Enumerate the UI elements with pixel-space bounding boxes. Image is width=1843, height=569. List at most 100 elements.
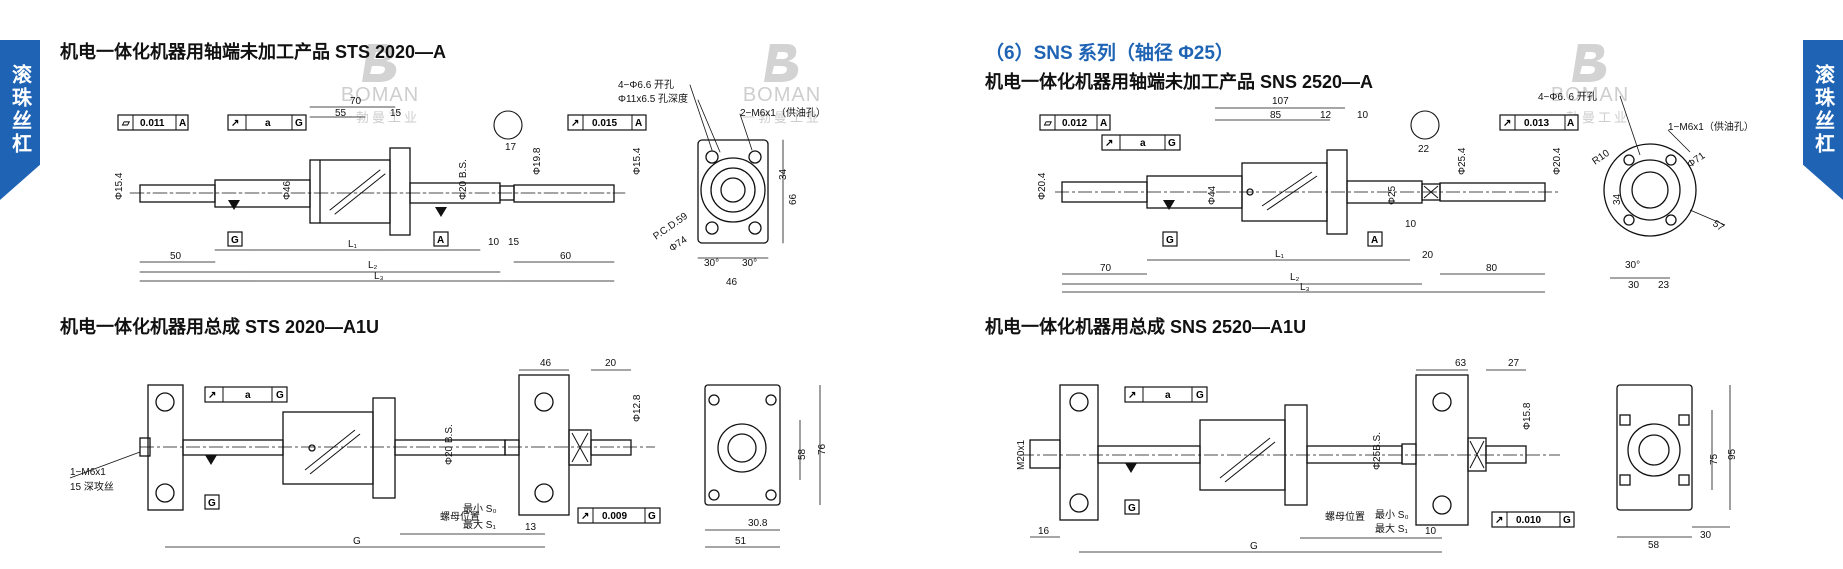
svg-text:66: 66 [788, 193, 799, 205]
boman-logo-icon [1572, 44, 1607, 82]
svg-text:55: 55 [335, 108, 347, 119]
svg-text:30: 30 [1628, 280, 1640, 291]
svg-text:Φ11x6.5 孔深度: Φ11x6.5 孔深度 [618, 92, 688, 105]
svg-text:30°: 30° [1625, 260, 1640, 271]
svg-text:16: 16 [1038, 526, 1050, 537]
svg-text:51: 51 [735, 536, 747, 547]
runout-icon: ↗ [1128, 390, 1136, 401]
title-sns-a: 机电一体化机器用轴端未加工产品 SNS 2520—A [985, 72, 1374, 92]
svg-text:Φ15.4: Φ15.4 [632, 147, 643, 175]
svg-text:Φ25.4: Φ25.4 [1457, 147, 1468, 175]
svg-text:30°: 30° [742, 258, 757, 269]
svg-text:G: G [208, 498, 216, 509]
svg-text:最大 S₁: 最大 S₁ [1375, 522, 1408, 535]
svg-text:10: 10 [1357, 110, 1369, 121]
svg-text:L₁: L₁ [1275, 249, 1285, 260]
svg-text:2−M6x1（供油孔）: 2−M6x1（供油孔） [740, 106, 826, 119]
svg-text:最小 S₀: 最小 S₀ [463, 503, 497, 515]
svg-text:G: G [1196, 390, 1204, 401]
svg-text:L₂: L₂ [1290, 272, 1300, 283]
boman-logo-icon [764, 44, 799, 82]
svg-text:30.8: 30.8 [748, 518, 768, 529]
svg-text:L₂: L₂ [368, 260, 378, 271]
runout-icon: ↗ [1105, 138, 1113, 149]
svg-text:G: G [1250, 541, 1258, 552]
svg-text:L₃: L₃ [374, 271, 384, 282]
svg-text:4−Φ6.6 开孔: 4−Φ6.6 开孔 [618, 79, 674, 91]
svg-text:Φ20.4: Φ20.4 [1037, 172, 1048, 200]
flatness-icon: ⏥ [1043, 118, 1052, 129]
svg-text:15: 15 [390, 108, 402, 119]
runout-icon: ↗ [1495, 515, 1503, 526]
svg-text:0.015: 0.015 [592, 118, 617, 129]
svg-text:63: 63 [1455, 358, 1467, 369]
runout-icon: ↗ [208, 390, 216, 401]
svg-text:G: G [231, 235, 239, 246]
svg-text:G: G [1166, 235, 1174, 246]
svg-text:A: A [179, 118, 186, 129]
svg-text:10: 10 [488, 237, 500, 248]
svg-text:G: G [353, 536, 361, 547]
svg-text:Φ15.4: Φ15.4 [114, 172, 125, 200]
svg-text:Φ25B.S.: Φ25B.S. [1372, 432, 1383, 470]
svg-text:螺母位置: 螺母位置 [1325, 510, 1365, 523]
runout-icon: ↗ [1503, 118, 1511, 129]
svg-text:A: A [1371, 235, 1378, 246]
svg-text:107: 107 [1272, 96, 1289, 107]
watermark-center: BOMAN 一勃曼工业 [742, 40, 822, 126]
svg-text:46: 46 [726, 277, 738, 288]
svg-text:70: 70 [350, 96, 362, 107]
svg-text:Φ20.4: Φ20.4 [1552, 147, 1563, 175]
svg-text:G: G [1168, 138, 1176, 149]
runout-icon: ↗ [231, 118, 239, 129]
flatness-icon: ⏥ [121, 118, 130, 129]
svg-text:30°: 30° [704, 258, 719, 269]
svg-text:4−Φ6. 6 开孔: 4−Φ6. 6 开孔 [1538, 91, 1597, 103]
svg-text:Φ20 B.S.: Φ20 B.S. [444, 424, 455, 465]
svg-text:50: 50 [170, 251, 182, 262]
runout-icon: ↗ [571, 118, 579, 129]
svg-text:A: A [437, 235, 444, 246]
svg-text:85: 85 [1270, 110, 1282, 121]
svg-text:M20x1: M20x1 [1016, 440, 1027, 470]
svg-text:a: a [265, 118, 271, 129]
svg-text:G: G [295, 118, 303, 129]
svg-text:0.009: 0.009 [602, 511, 627, 522]
svg-text:17: 17 [505, 142, 517, 153]
svg-text:12: 12 [1320, 110, 1332, 121]
svg-text:10: 10 [1425, 526, 1437, 537]
title-sts-a: 机电一体化机器用轴端未加工产品 STS 2020—A [60, 42, 447, 62]
svg-text:Φ15.8: Φ15.8 [1522, 402, 1533, 430]
svg-text:0.013: 0.013 [1524, 118, 1549, 129]
svg-text:0.011: 0.011 [140, 118, 165, 129]
svg-text:13: 13 [525, 522, 537, 533]
runout-icon: ↗ [581, 511, 589, 522]
svg-text:22: 22 [1418, 144, 1430, 155]
svg-text:23: 23 [1658, 280, 1670, 291]
svg-text:a: a [245, 390, 251, 401]
svg-text:A: A [635, 118, 642, 129]
svg-text:34: 34 [1612, 193, 1623, 205]
svg-text:10: 10 [1405, 219, 1417, 230]
svg-text:27: 27 [1508, 358, 1520, 369]
svg-text:46: 46 [540, 358, 552, 369]
svg-text:L₃: L₃ [1300, 282, 1310, 293]
svg-text:0.012: 0.012 [1062, 118, 1087, 129]
svg-text:a: a [1140, 138, 1146, 149]
svg-text:60: 60 [560, 251, 572, 262]
svg-text:1−M6x1: 1−M6x1 [70, 467, 106, 478]
svg-text:G: G [1563, 515, 1571, 526]
svg-text:0.010: 0.010 [1516, 515, 1541, 526]
title-sts-a1u: 机电一体化机器用总成 STS 2020—A1U [60, 317, 380, 337]
svg-text:Φ25: Φ25 [1387, 185, 1398, 205]
svg-text:20: 20 [1422, 250, 1434, 261]
svg-text:Φ44: Φ44 [1207, 185, 1218, 205]
svg-text:a: a [1165, 390, 1171, 401]
section-label-sns: （6）SNS 系列（轴径 Φ25） [985, 43, 1234, 64]
boman-logo-icon [362, 44, 397, 82]
svg-text:G: G [276, 390, 284, 401]
